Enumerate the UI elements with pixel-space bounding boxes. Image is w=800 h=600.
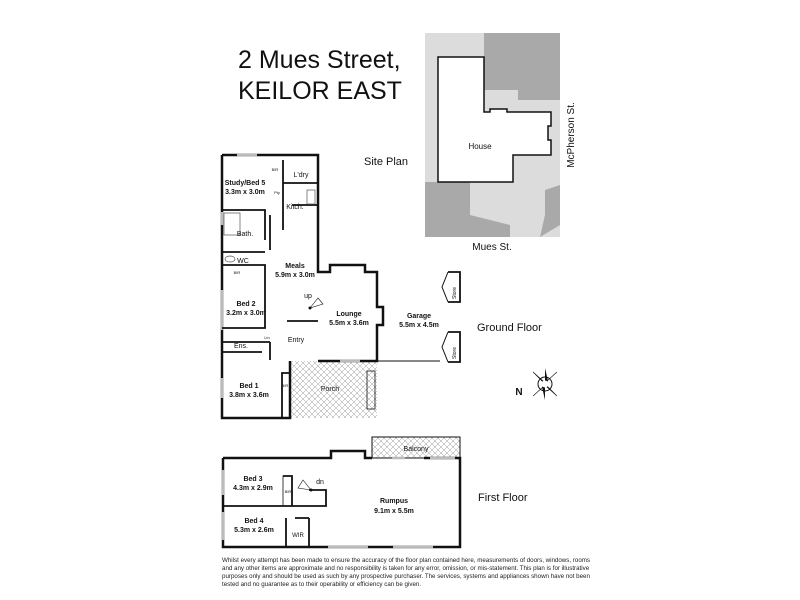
stair-dn-label: dn (316, 479, 324, 486)
site-house-label: House (468, 142, 492, 151)
room-lounge-size: 5.5m x 3.6m (329, 320, 369, 327)
address-suburb: KEILOR EAST (238, 77, 402, 105)
room-meals-size: 5.9m x 3.0m (275, 272, 315, 279)
room-bed1-size: 3.8m x 3.6m (229, 392, 269, 399)
room-bed3-size: 4.3m x 2.9m (233, 485, 273, 492)
kitchen-sink (306, 189, 316, 205)
room-ensuite-name: Ens. (234, 343, 248, 350)
room-kitchen-name: Kitch. (286, 204, 304, 211)
compass-icon: N (515, 368, 561, 400)
room-study-name: Study/Bed 5 (225, 180, 266, 187)
store-label-1: Store (452, 287, 458, 299)
room-bed3-name: Bed 3 (243, 476, 262, 483)
room-bath-name: Bath. (237, 231, 253, 238)
balcony-area (371, 436, 461, 459)
toilet (224, 255, 236, 263)
room-wc-name: WC (237, 258, 249, 265)
room-laundry-name: L'dry (294, 172, 309, 179)
ground-floor-label: Ground Floor (477, 322, 542, 334)
room-garage-name: Garage (407, 313, 431, 320)
ground-floor-plan: Store Store Study/Bed 5 3.3m x 3.0m L'dr… (220, 153, 542, 420)
bir-label-bed3: BIR (285, 489, 292, 494)
room-bed4-size: 5.3m x 2.6m (234, 527, 274, 534)
room-porch-name: Porch (321, 386, 339, 393)
room-bed2-size: 3.2m x 3.0m (226, 310, 266, 317)
bir-label-bed2: BIR (234, 270, 241, 275)
street-mues: Mues St. (472, 242, 511, 253)
room-meals-name: Meals (285, 263, 305, 270)
room-bed2-name: Bed 2 (236, 301, 255, 308)
compass-north-label: N (515, 387, 522, 398)
stair-up-label: up (304, 293, 312, 300)
bir-label-study: BIR (272, 167, 279, 172)
store-label-2: Store (452, 347, 458, 359)
room-study-size: 3.3m x 3.0m (225, 189, 265, 196)
porch-step (366, 370, 376, 410)
site-neighbour-se (540, 185, 560, 237)
porch-area (290, 361, 377, 418)
disclaimer-text: Whilst every attempt has been made to en… (222, 557, 591, 588)
room-lounge-name: Lounge (336, 311, 361, 318)
site-neighbour-sw (425, 182, 510, 237)
address-street: 2 Mues Street, (238, 46, 401, 74)
site-neighbour-ne (484, 33, 560, 100)
bathtub (223, 212, 241, 236)
room-rumpus-size: 9.1m x 5.5m (374, 508, 414, 515)
stair-icon (309, 297, 324, 309)
room-rumpus-name: Rumpus (380, 498, 408, 505)
room-entry-name: Entry (288, 337, 305, 344)
linen-label: Lin (264, 335, 269, 340)
site-house-outline (437, 56, 552, 183)
street-mcpherson: McPherson St. (566, 102, 577, 168)
room-bed4-name: Bed 4 (244, 518, 263, 525)
first-floor-plan: Balcony Bed 3 4.3m x 2.9m Rumpus 9.1m x … (221, 436, 528, 549)
room-garage-size: 5.5m x 4.5m (399, 322, 439, 329)
first-floor-label: First Floor (478, 492, 528, 504)
site-plan: House Mues St. McPherson St. Site Plan (364, 33, 577, 253)
bir-label-bed1: BIR (282, 383, 289, 388)
room-balcony-name: Balcony (404, 446, 429, 453)
room-wir-name: WIR (292, 533, 304, 539)
pantry-label: Pty (274, 190, 280, 195)
ground-floor-outer-wall (222, 153, 385, 363)
property-address: 2 Mues Street, KEILOR EAST (238, 45, 402, 107)
room-bed1-name: Bed 1 (239, 383, 258, 390)
site-plan-label: Site Plan (364, 156, 408, 168)
stair-icon-first (297, 479, 312, 491)
